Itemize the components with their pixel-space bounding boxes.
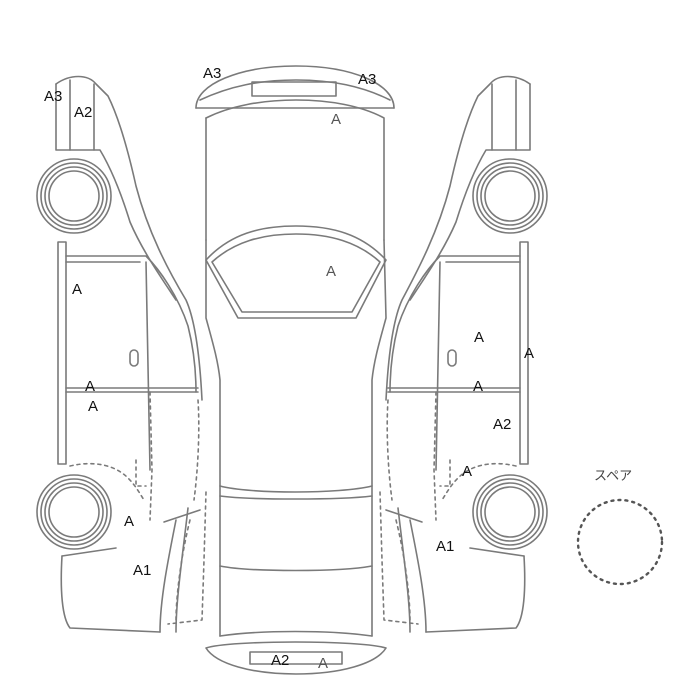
top-view — [195, 65, 395, 675]
right-a-mid-label: A — [473, 378, 484, 395]
right-side-view — [385, 75, 531, 633]
right-front-wheel — [472, 158, 548, 234]
left-side-view — [55, 75, 203, 633]
left-a1-label: A1 — [133, 562, 152, 579]
right-a-upper-label: A — [474, 329, 485, 346]
left-a-mid1-label: A — [85, 378, 96, 395]
top-a2-rear-label: A2 — [271, 652, 290, 669]
right-a1-label: A1 — [436, 538, 455, 555]
spare-tire-label: スペア — [594, 469, 633, 484]
left-hidden-lines — [69, 391, 207, 625]
left-a2-label: A2 — [74, 104, 93, 121]
top-a-rear-label: A — [318, 655, 329, 672]
right-hidden-lines — [379, 391, 517, 625]
right-rear-wheel — [472, 474, 548, 550]
spare-tire-circle — [576, 498, 664, 586]
right-a-lower-label: A — [462, 463, 473, 480]
right-a-edge-label: A — [524, 345, 535, 362]
top-a3-right-label: A3 — [358, 71, 377, 88]
top-a3-left-label: A3 — [203, 65, 222, 82]
left-rear-wheel — [36, 474, 112, 550]
left-a-mid2-label: A — [88, 398, 99, 415]
top-a-front-label: A — [331, 111, 342, 128]
right-a2-label: A2 — [493, 416, 512, 433]
top-a-windshield-label: A — [326, 263, 337, 280]
left-front-wheel — [36, 158, 112, 234]
left-a3-label: A3 — [44, 88, 63, 105]
left-a-lower-label: A — [124, 513, 135, 530]
left-a-upper-label: A — [72, 281, 83, 298]
